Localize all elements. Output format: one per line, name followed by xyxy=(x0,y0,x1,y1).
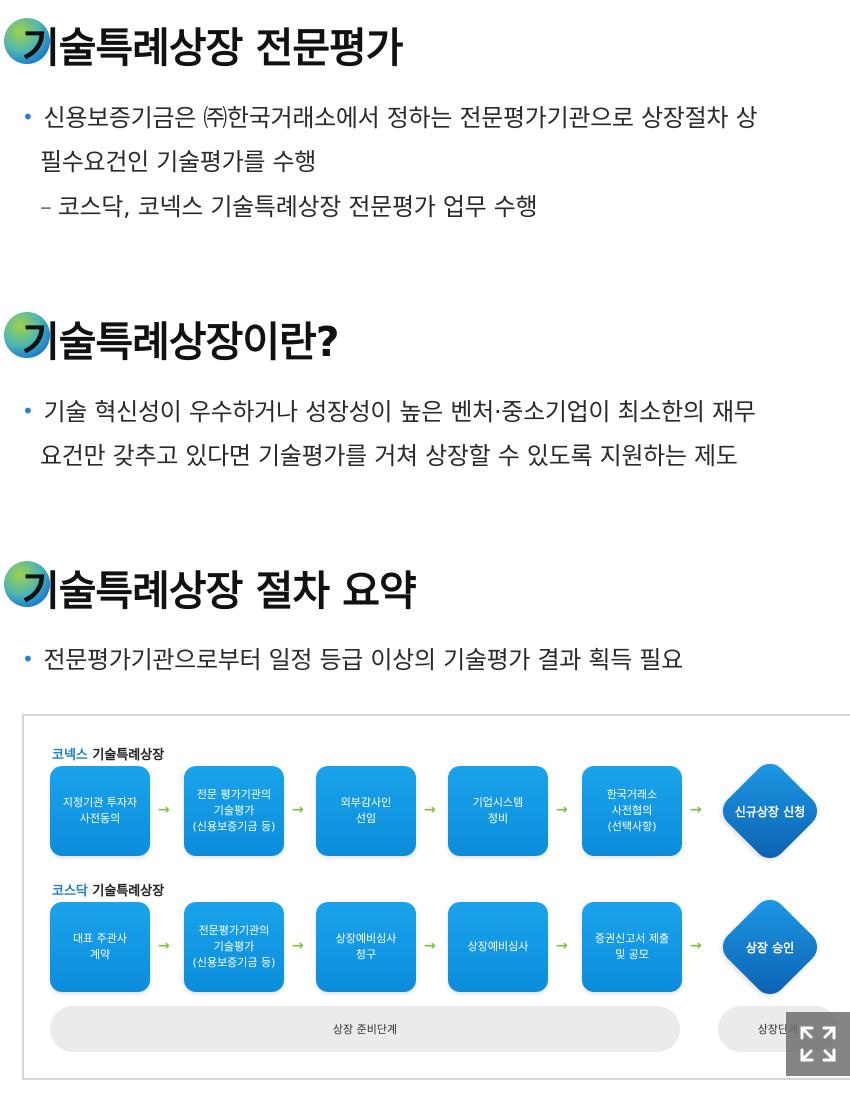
kosdaq-final-step: 상장 승인 xyxy=(714,891,826,1003)
arrow-right-icon: → xyxy=(158,802,170,818)
dash-icon: – xyxy=(40,193,52,221)
title-bullet-icon xyxy=(4,561,50,607)
expand-icon xyxy=(800,1026,836,1062)
step-label: 상장예비심사 xyxy=(467,940,529,953)
section-title-definition: 기술특례상장이란? xyxy=(0,304,850,374)
arrow-right-icon: → xyxy=(158,938,170,954)
row-label-konex: 코넥스 기술특례상장 xyxy=(52,748,165,763)
listing-procedure-diagram: 코넥스 기술특례상장 코스닥 기술특례상장 상장 준비단계 상장단계 지정기관 … xyxy=(22,714,850,1080)
kosdaq-step-4: 상장예비심사 xyxy=(448,902,548,992)
bullet-line: •신용보증기금은 ㈜한국거래소에서 정하는 전문평가기관으로 상장절차 상 xyxy=(22,104,758,132)
arrow-right-icon: → xyxy=(690,802,702,818)
bullet-line: •기술 혁신성이 우수하거나 성장성이 높은 벤처·중소기업이 최소한의 재무 xyxy=(22,398,756,426)
section-heading: 기술특례상장 절차 요약 xyxy=(22,567,417,615)
title-bullet-icon xyxy=(4,18,50,64)
bullet-line: •전문평가기관으로부터 일정 등급 이상의 기술평가 결과 획득 필요 xyxy=(22,646,683,674)
bullet-line-continuation: 필수요건인 기술평가를 수행 xyxy=(40,148,317,176)
konex-final-step: 신규상장 신청 xyxy=(714,755,826,867)
arrow-right-icon: → xyxy=(690,938,702,954)
final-step-label: 신규상장 신청 xyxy=(734,804,806,819)
bullet-dot-icon: • xyxy=(22,647,34,671)
arrow-right-icon: → xyxy=(556,938,568,954)
expand-button[interactable] xyxy=(786,1012,850,1076)
section-title-expert-evaluation: 기술특례상장 전문평가 xyxy=(0,10,850,80)
arrow-right-icon: → xyxy=(424,938,436,954)
arrow-right-icon: → xyxy=(292,938,304,954)
arrow-right-icon: → xyxy=(424,802,436,818)
arrow-right-icon: → xyxy=(292,802,304,818)
title-bullet-icon xyxy=(4,312,50,358)
bullet-line-continuation: 요건만 갖추고 있다면 기술평가를 거쳐 상장할 수 있도록 지원하는 제도 xyxy=(40,442,738,470)
stage-bar-preparation: 상장 준비단계 xyxy=(50,1006,680,1052)
bullet-dot-icon: • xyxy=(22,105,34,129)
sub-bullet-line: –코스닥, 코넥스 기술특례상장 전문평가 업무 수행 xyxy=(40,193,538,221)
arrow-right-icon: → xyxy=(556,802,568,818)
bullet-dot-icon: • xyxy=(22,399,34,423)
final-step-label: 상장 승인 xyxy=(745,940,795,955)
row-label-kosdaq: 코스닥 기술특례상장 xyxy=(52,884,165,899)
section-title-procedure: 기술특례상장 절차 요약 xyxy=(0,553,850,623)
section-heading: 기술특례상장이란? xyxy=(22,318,340,366)
section-heading: 기술특례상장 전문평가 xyxy=(22,24,403,72)
